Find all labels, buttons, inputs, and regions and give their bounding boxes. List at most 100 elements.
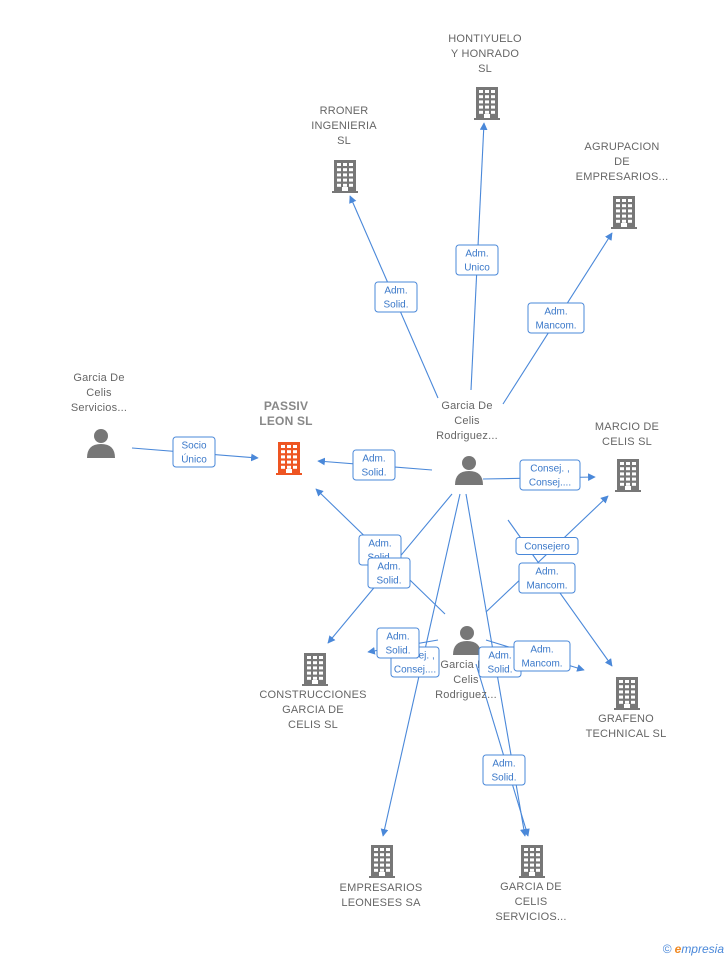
node-label-line: HONTIYUELO: [448, 33, 522, 45]
node-label-line: MARCIO DE: [595, 421, 659, 433]
building-icon: [519, 845, 545, 878]
node-label-line: SL: [478, 63, 492, 75]
edge-label-box: Adm. Solid.: [478, 646, 522, 678]
node-label-line: GARCIA DE: [282, 704, 344, 716]
node-p_servicios[interactable]: Garcia De CelisServicios...: [71, 372, 127, 458]
node-label-line: Celis: [86, 387, 112, 399]
node-hontiyuelo[interactable]: HONTIYUELO Y HONRADO SL: [448, 33, 522, 120]
building-icon: [474, 87, 500, 120]
edge-label-text: Consej....: [529, 478, 571, 489]
person-icon: [455, 456, 483, 485]
brand-name: mpresia: [681, 942, 724, 956]
edge-label-text: Único: [181, 453, 207, 466]
node-label-line: LEON SL: [259, 414, 312, 428]
edge-label-text: Mancom.: [521, 659, 562, 670]
edge-label-box: Adm. Mancom.: [527, 302, 585, 334]
node-label-line: CELIS SL: [288, 719, 338, 731]
edge-label-text: Adm.: [362, 454, 385, 465]
edge-label-text: Adm.: [368, 539, 391, 550]
building-icon: [332, 160, 358, 193]
edge-label-text: Adm.: [386, 632, 409, 643]
node-label-line: CONSTRUCCIONES: [259, 689, 366, 701]
node-label-line: TECHNICAL SL: [586, 728, 667, 740]
node-label-line: Garcia De: [73, 372, 124, 384]
node-label-line: LEONESES SA: [341, 897, 421, 909]
edge-label-text: Mancom.: [526, 581, 567, 592]
edge-label-box: Consejero: [515, 537, 579, 555]
node-label-line: Servicios...: [71, 402, 127, 414]
edge-label-text: Unico: [464, 263, 490, 274]
edge-label-box: Adm. Solid.: [376, 627, 420, 659]
edge-label-box: Adm. Solid.: [352, 449, 396, 481]
edge-label-box: Consej. , Consej....: [519, 459, 581, 491]
edge-label-text: Adm.: [384, 286, 407, 297]
node-garciaserv[interactable]: GARCIA DE CELIS SERVICIOS...: [495, 845, 566, 923]
brand-initial: e: [674, 942, 682, 956]
building-icon: [615, 459, 641, 492]
person-icon: [87, 429, 115, 458]
edge-label-text: Socio: [181, 441, 206, 452]
edge-label-text: Solid.: [361, 468, 386, 479]
edge-label-text: Adm.: [530, 645, 553, 656]
building-icon: [302, 653, 328, 686]
node-label-line: CELIS SL: [602, 436, 652, 448]
edge-label-box: Adm. Mancom.: [518, 562, 576, 594]
building-icon: [614, 677, 640, 710]
edge-label-text: Adm.: [488, 651, 511, 662]
node-empresarios[interactable]: EMPRESARIOS LEONESES SA: [340, 845, 423, 909]
edge-label-text: Solid.: [491, 773, 516, 784]
edge-label-text: Consej. ,: [530, 464, 569, 475]
edge-label-text: Consej....: [394, 665, 436, 676]
node-agrupacion[interactable]: AGRUPACION DE EMPRESARIOS...: [576, 141, 669, 229]
building-icon: [611, 196, 637, 229]
edge-label-box: Adm. Unico: [455, 244, 499, 276]
edge-p_second-garciaserv: [475, 663, 530, 837]
node-label-line: GRAFENO: [598, 713, 654, 725]
node-label-line: Celis: [454, 415, 480, 427]
node-label-line: Rodriguez...: [435, 689, 497, 701]
node-construcciones[interactable]: CONSTRUCCIONES GARCIA DE CELIS SL: [259, 653, 366, 731]
node-label-line: DE: [614, 156, 630, 168]
edge-label-box: Adm.Solid.: [367, 557, 411, 589]
edge-label-text: Solid.: [487, 665, 512, 676]
edge-label-text: Solid.: [376, 576, 401, 587]
node-p_main[interactable]: Garcia De CelisRodriguez...: [436, 400, 498, 485]
edge-label-box: Adm. Solid.: [482, 754, 526, 786]
copyright-symbol: ©: [662, 942, 672, 956]
node-label-line: SERVICIOS...: [495, 911, 566, 923]
edge-label-text: Adm.: [544, 307, 567, 318]
person-icon: [453, 626, 481, 655]
node-rroner[interactable]: RRONER INGENIERIA SL: [311, 105, 377, 193]
node-grafeno[interactable]: GRAFENO TECHNICAL SL: [586, 677, 667, 740]
node-label-line: SL: [337, 135, 351, 147]
node-label-line: Rodriguez...: [436, 430, 498, 442]
node-label-line: Y HONRADO: [451, 48, 519, 60]
node-label-line: EMPRESARIOS: [340, 882, 423, 894]
node-label-line: AGRUPACION: [584, 141, 659, 153]
building-icon: [276, 442, 302, 475]
edge-label-box: Adm. Mancom.: [513, 640, 571, 672]
edge-label-text: Adm.: [535, 567, 558, 578]
building-icon: [369, 845, 395, 878]
node-label-line: INGENIERIA: [311, 120, 377, 132]
edge-label-text: Consejero: [524, 542, 570, 553]
node-label-line: Garcia De: [441, 400, 492, 412]
edge-label-text: Solid.: [383, 300, 408, 311]
node-label-line: CELIS: [515, 896, 548, 908]
edge-label-text: Solid.: [385, 646, 410, 657]
edge-label-box: Adm. Solid.: [374, 281, 418, 313]
node-marcio[interactable]: MARCIO DE CELIS SL: [595, 421, 659, 492]
edge-label-text: Mancom.: [535, 321, 576, 332]
node-label-line: RRONER: [320, 105, 369, 117]
edge-label-text: Adm.: [492, 759, 515, 770]
node-label-line: EMPRESARIOS...: [576, 171, 669, 183]
node-label-line: PASSIV: [264, 399, 308, 413]
node-label-line: Celis: [453, 674, 479, 686]
brand-logo: ©empresia: [663, 942, 724, 956]
edge-label-text: Adm.: [465, 249, 488, 260]
node-label-line: GARCIA DE: [500, 881, 562, 893]
